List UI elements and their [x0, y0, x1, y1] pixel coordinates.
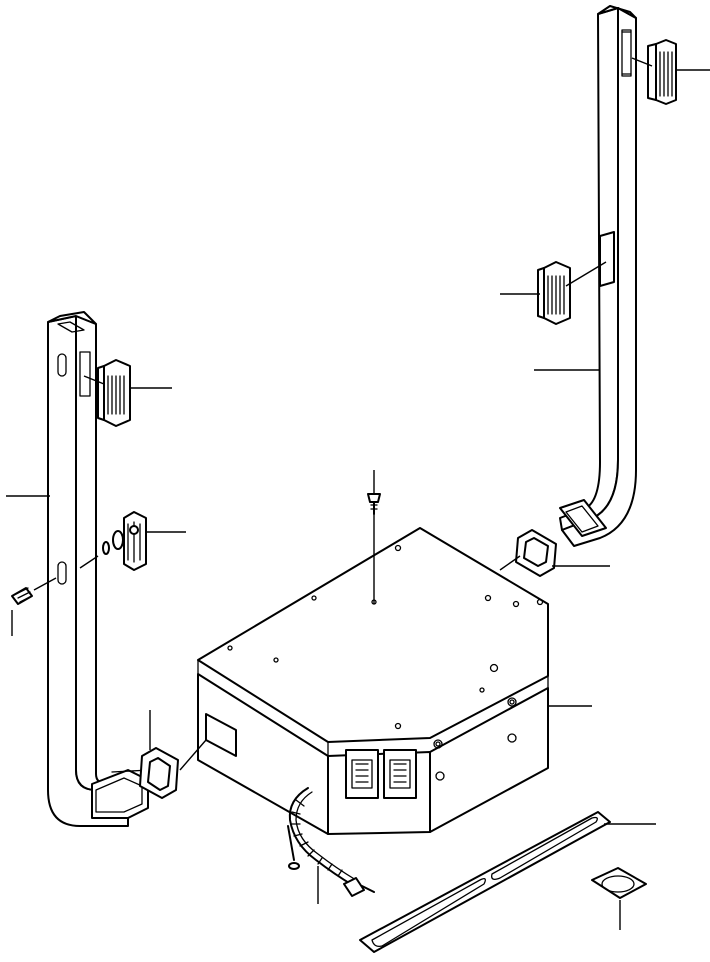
right-middle-grille	[537, 261, 571, 325]
top-screw	[367, 493, 381, 515]
callout-nut-washer	[79, 555, 99, 569]
callout-left-gasket	[149, 710, 207, 771]
nut-washer	[102, 530, 124, 555]
wire-harness	[287, 787, 375, 897]
small-cover	[591, 867, 647, 899]
right-duct	[559, 5, 637, 547]
callout-lines	[6, 57, 710, 930]
bottom-plate	[359, 811, 611, 953]
callout-left-upper-slot	[83, 375, 105, 385]
left-gasket	[139, 747, 179, 799]
left-upper-grille	[97, 359, 131, 427]
unit-housing	[197, 527, 549, 835]
callout-right-top-slot	[631, 57, 653, 67]
callout-right-gasket	[499, 555, 610, 571]
callout-right-slot	[565, 261, 607, 287]
right-gasket	[515, 529, 557, 577]
left-bolt	[11, 577, 57, 605]
right-top-grille	[647, 39, 677, 105]
left-duct	[47, 311, 151, 827]
left-middle-grille	[123, 511, 147, 571]
